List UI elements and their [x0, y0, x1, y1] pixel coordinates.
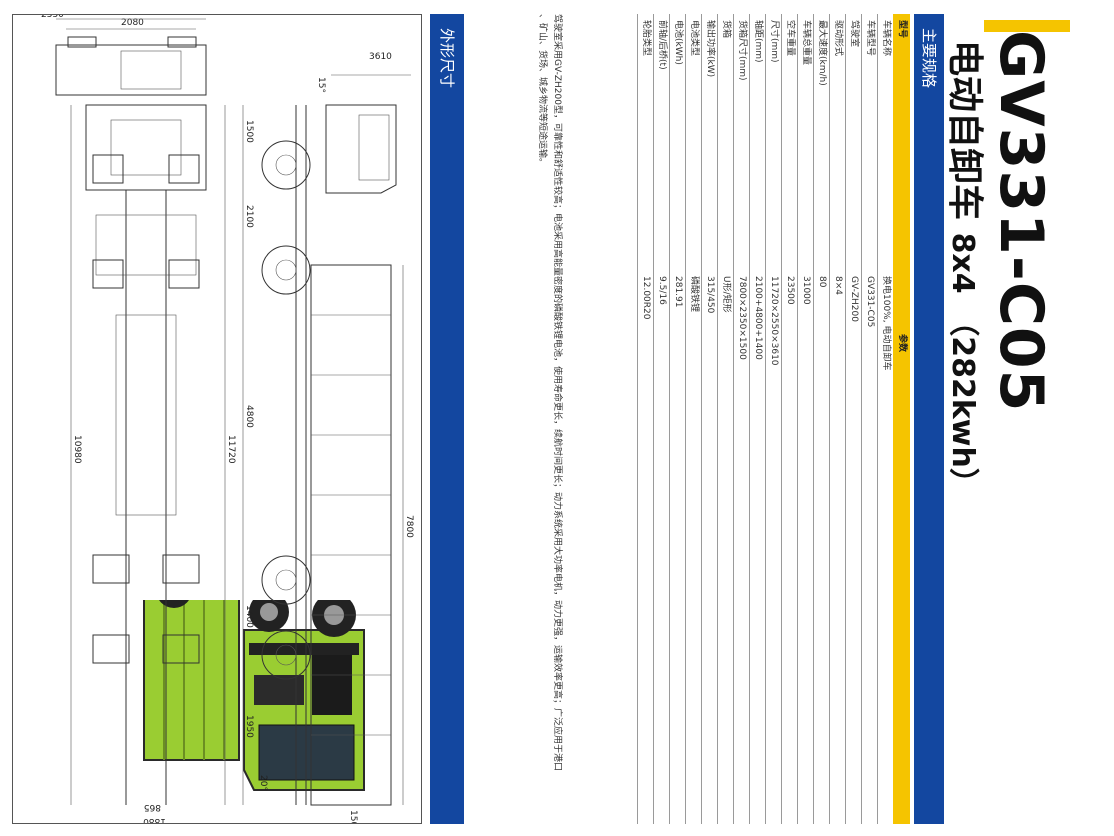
spec-key: 轮胎类型 [641, 20, 651, 57]
table-row: 最大速度(km/h) 80 [813, 14, 829, 824]
technical-drawing: 3610 15° [41, 10, 414, 833]
dim-rear-overhang: 1950 [244, 715, 254, 738]
spec-key: 驱动形式 [833, 20, 843, 57]
dim-wheelbase-2: 4800 [244, 405, 254, 428]
spec-key: 电池(kWh) [673, 20, 683, 65]
dim-overall-width: 2550 [41, 15, 64, 20]
dim-front-overhang: 1500 [244, 120, 254, 143]
subtitle-battery: （282kwh） [945, 306, 980, 498]
table-row: 货箱 U形/矩形 [717, 14, 733, 824]
spec-value: 31000 [801, 276, 811, 305]
spec-key: 轴距(mm) [753, 20, 763, 63]
table-row: 轮胎类型 12.00R20 [637, 14, 653, 824]
spec-key: 最大速度(km/h) [817, 20, 827, 86]
top-view-drawing: 10980 865 1880 [70, 104, 207, 826]
spec-value: GV-ZH200 [849, 276, 859, 322]
table-row: 电池类型磷酸铁锂 [685, 14, 701, 824]
subtitle-vehicle-type: 电动自卸车 [944, 40, 985, 221]
spec-value: 换电100%, 电动自卸车 [881, 276, 891, 371]
spec-value: 7800×2350×1500 [737, 276, 747, 360]
table-row: 前轴/后桥(t) 9.5/16 [653, 14, 669, 824]
spec-value: 12.00R20 [641, 276, 651, 320]
spec-value: 80 [817, 276, 827, 288]
table-row: 驱动形式 8×4 [829, 14, 845, 824]
spec-key: 前轴/后桥(t) [657, 20, 667, 70]
table-row: 电池(kWh) 281.91 [669, 14, 685, 824]
spec-description: 驾驶室采用GV-ZH200型，可靠性和舒适性较高；电池采用高能量密度的磷酸铁锂电… [534, 14, 564, 824]
spec-value: 11720×2550×3610 [769, 276, 779, 366]
spec-value: 281.91 [673, 276, 683, 308]
table-row: 驾驶室 GV-ZH200 [845, 14, 861, 824]
subtitle-drive-config: 8x4 [945, 232, 980, 294]
spec-header-value: 参数 [897, 334, 907, 353]
table-row: 货箱尺寸(mm) 7800×2350×1500 [733, 14, 749, 824]
spec-header-key: 型号 [897, 20, 907, 39]
dim-approach-angle: 15° [316, 77, 326, 93]
spec-key: 车辆总重量 [801, 20, 811, 66]
spec-value: 23500 [785, 276, 795, 305]
dim-total-length: 11720 [226, 435, 236, 464]
table-row: 输出功率(kW) 315/450 [701, 14, 717, 824]
spec-value: 9.5/16 [657, 276, 667, 305]
spec-table-header: 型号 参数 [893, 14, 910, 824]
spec-key: 电池类型 [689, 20, 699, 57]
front-view-drawing: 2080 2550 [41, 10, 207, 96]
spec-value: 8×4 [833, 276, 843, 295]
dim-frame-length: 10980 [72, 435, 82, 464]
dim-track-front: 2080 [121, 18, 144, 28]
dim-track-rear: 1880 [143, 816, 166, 823]
spec-value: 磷酸铁锂 [689, 276, 699, 313]
spec-value: GV331-C05 [865, 276, 875, 328]
dim-frame-width: 865 [144, 802, 161, 812]
side-view-drawing: 3610 15° [224, 52, 414, 833]
spec-key: 货箱 [721, 20, 731, 39]
spec-key: 输出功率(kW) [705, 20, 715, 78]
spec-key: 驾驶室 [849, 20, 859, 48]
model-subtitle: 电动自卸车 8x4 （282kwh） [942, 40, 994, 498]
table-row: 车辆总重量 31000 [797, 14, 813, 824]
dim-wheelbase-1: 2100 [244, 205, 254, 228]
spec-value: 2100+4800+1400 [753, 276, 763, 360]
dim-box-height: 1500 [348, 810, 358, 823]
table-row: 轴距(mm) 2100+4800+1400 [749, 14, 765, 824]
description-line: 驾驶室采用GV-ZH200型，可靠性和舒适性较高；电池采用高能量密度的磷酸铁锂电… [552, 14, 562, 771]
dim-wheelbase-3: 1400 [244, 605, 254, 628]
spec-key: 车辆名称 [881, 20, 891, 57]
description-line: 、矿山、货场、城乡物流等短途运输。 [537, 14, 547, 168]
spec-section-header: 主要规格 [914, 14, 944, 824]
table-row: 车辆名称换电100%, 电动自卸车 [877, 14, 893, 824]
spec-key: 货箱尺寸(mm) [737, 20, 747, 81]
model-title: GV331-C05 [986, 30, 1056, 413]
spec-key: 车辆型号 [865, 20, 875, 57]
spec-value: 315/450 [705, 276, 715, 314]
spec-value: U形/矩形 [721, 276, 731, 313]
table-row: 尺寸(mm) 11720×2550×3610 [765, 14, 781, 824]
dim-height: 3610 [369, 52, 392, 62]
dim-box-length: 7800 [404, 515, 414, 538]
spec-key: 尺寸(mm) [769, 20, 779, 63]
technical-drawing-frame: 3610 15° [12, 10, 422, 833]
spec-table: 型号 参数 车辆名称换电100%, 电动自卸车 车辆型号 GV331-C05 驾驶… [637, 14, 910, 824]
table-row: 空车重量 23500 [781, 14, 797, 824]
table-row: 车辆型号 GV331-C05 [861, 14, 877, 824]
spec-key: 空车重量 [785, 20, 795, 57]
dim-departure-angle: 20° [258, 775, 268, 791]
dimension-section-header: 外形尺寸 [430, 14, 464, 824]
